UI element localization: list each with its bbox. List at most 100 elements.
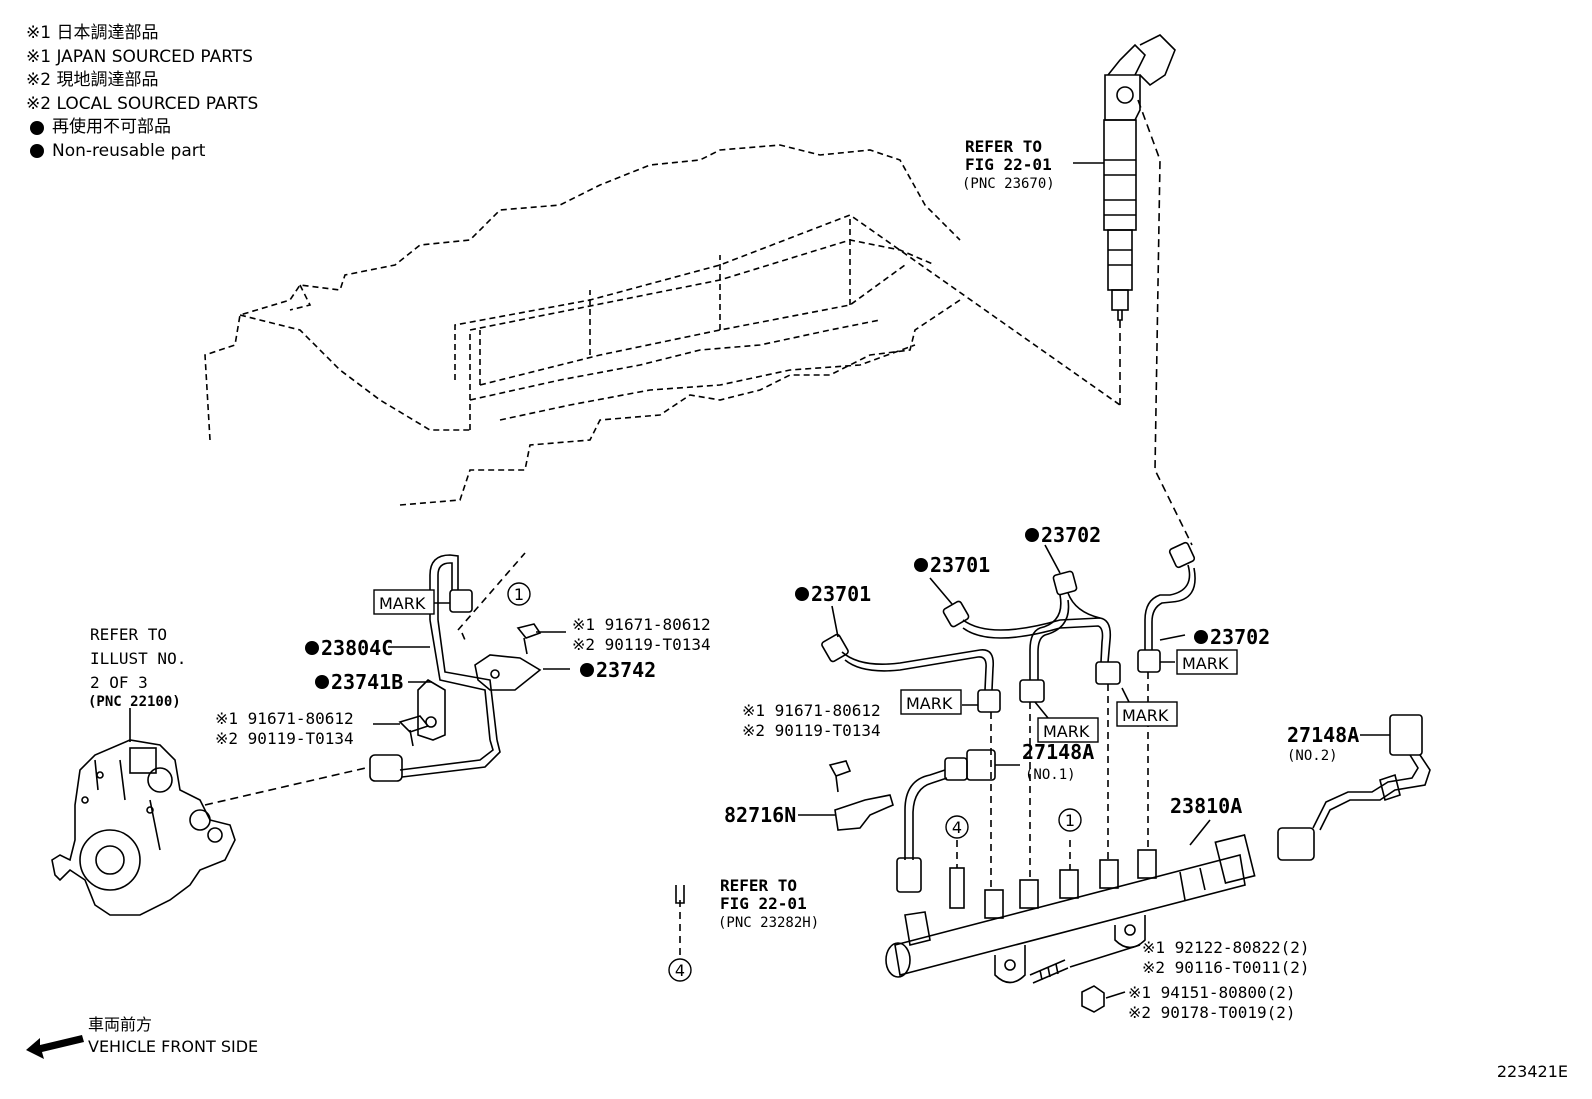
part-label-23810a: 23810A bbox=[1170, 794, 1242, 818]
vehicle-front-jp: 車両前方 bbox=[88, 1015, 153, 1034]
injector bbox=[1103, 34, 1176, 321]
part-label-82716n: 82716N bbox=[724, 803, 796, 827]
fuel-pump bbox=[51, 739, 236, 916]
mark-label: MARK bbox=[379, 594, 426, 613]
mark-label: MARK bbox=[906, 694, 953, 713]
part-label-27148a-no1: 27148A bbox=[1022, 740, 1094, 764]
part-label-23804c: 23804C bbox=[321, 636, 393, 660]
refer-rail-l1: REFER TO bbox=[720, 876, 797, 895]
refer-pump-l1: REFER TO bbox=[90, 625, 167, 644]
nonreusable-dot-icon bbox=[315, 675, 329, 689]
leader-line bbox=[1105, 991, 1126, 999]
stud-bolt bbox=[1029, 959, 1069, 984]
bullet-icon bbox=[30, 144, 44, 159]
bullet-icon bbox=[30, 120, 44, 135]
circle-marker-1 bbox=[507, 582, 531, 606]
bolt bbox=[398, 715, 430, 747]
mark-label: MARK bbox=[1182, 654, 1229, 673]
small-tube bbox=[675, 885, 685, 904]
stud-l: ※2 90116-T0011(2) bbox=[1142, 958, 1310, 977]
legend-line: ※2 現地調達部品 bbox=[26, 70, 159, 90]
bracket-23742 bbox=[474, 654, 542, 691]
refer-pump-l2: ILLUST NO. bbox=[90, 649, 186, 668]
part-label-23702: 23702 bbox=[1210, 625, 1270, 649]
bolt-rail-l: ※2 90119-T0134 bbox=[742, 721, 881, 740]
part-sub-no1: (NO.1) bbox=[1025, 767, 1076, 783]
injection-pipes bbox=[821, 541, 1196, 713]
mark-label: MARK bbox=[1122, 706, 1169, 725]
part-label-27148a-no2: 27148A bbox=[1287, 723, 1359, 747]
part-label-23702: 23702 bbox=[1041, 523, 1101, 547]
part-label-23741b: 23741B bbox=[331, 670, 403, 694]
refer-rail-l2: FIG 22-01 bbox=[720, 894, 807, 913]
circle-label: 1 bbox=[514, 585, 524, 604]
part-label-23701: 23701 bbox=[811, 582, 871, 606]
nonreusable-dot-icon bbox=[795, 587, 809, 601]
legend-line-nonreusable: Non-reusable part bbox=[26, 140, 258, 164]
legend-text: Non-reusable part bbox=[52, 140, 206, 161]
part-label-23701: 23701 bbox=[930, 553, 990, 577]
bolt-pump-j: ※1 91671-80612 bbox=[215, 709, 354, 728]
clamp-hole bbox=[425, 716, 437, 728]
mark-box bbox=[1037, 717, 1099, 743]
mark-label: MARK bbox=[1043, 722, 1090, 741]
leader-line bbox=[373, 602, 570, 725]
stud-j: ※1 92122-80822(2) bbox=[1142, 938, 1310, 957]
nonreusable-dot-icon bbox=[580, 663, 594, 677]
refer-injector-l2: FIG 22-01 bbox=[965, 155, 1052, 174]
leader-line bbox=[1069, 944, 1141, 968]
mark-box bbox=[1116, 701, 1178, 727]
part-sub-no2: (NO.2) bbox=[1287, 748, 1338, 764]
legend-line: ※2 LOCAL SOURCED PARTS bbox=[26, 93, 259, 114]
refer-rail-l3: (PNC 23282H) bbox=[718, 915, 819, 931]
bolt bbox=[516, 623, 542, 655]
nonreusable-dot-icon bbox=[914, 558, 928, 572]
front-arrow-icon bbox=[26, 1035, 84, 1059]
bolt-top-l: ※2 90119-T0134 bbox=[572, 635, 711, 654]
harness-no1 bbox=[896, 749, 1020, 893]
circle-marker-1 bbox=[1058, 808, 1082, 832]
nonreusable-dot-icon bbox=[1025, 528, 1039, 542]
clamp-82716n bbox=[834, 794, 894, 831]
injector-dashed-line bbox=[1119, 99, 1193, 546]
nut bbox=[1081, 985, 1105, 1013]
engine-outline bbox=[204, 144, 1121, 506]
mark-box bbox=[1176, 649, 1238, 675]
clamp-23741b bbox=[417, 678, 446, 741]
pipe-23804c bbox=[369, 554, 501, 782]
circle-label: 1 bbox=[1065, 811, 1075, 830]
circle-marker-4 bbox=[668, 958, 692, 982]
circle-label: 4 bbox=[952, 818, 962, 837]
dashed-line bbox=[457, 552, 526, 641]
nonreusable-dot-icon bbox=[1194, 630, 1208, 644]
refer-pump-l4: (PNC 22100) bbox=[88, 694, 181, 710]
bolt-pump-l: ※2 90119-T0134 bbox=[215, 729, 354, 748]
mark-box bbox=[373, 589, 435, 615]
bolt-rail-j: ※1 91671-80612 bbox=[742, 701, 881, 720]
part-label-23742: 23742 bbox=[596, 658, 656, 682]
legend: ※1 日本調達部品 ※1 JAPAN SOURCED PARTS ※2 現地調達… bbox=[26, 22, 258, 163]
legend-text: 再使用不可部品 bbox=[52, 117, 171, 137]
nut-l: ※2 90178-T0019(2) bbox=[1128, 1003, 1296, 1022]
port-dashed-lines bbox=[679, 672, 1149, 955]
nonreusable-dot-icon bbox=[305, 641, 319, 655]
legend-line: ※1 JAPAN SOURCED PARTS bbox=[26, 46, 253, 67]
vehicle-front-en: VEHICLE FRONT SIDE bbox=[88, 1037, 259, 1056]
pump-dashed-line bbox=[204, 766, 371, 806]
mark-box bbox=[900, 689, 962, 715]
bolt bbox=[828, 760, 852, 793]
vehicle-front-note: 車両前方 VEHICLE FRONT SIDE bbox=[24, 1014, 258, 1058]
bracket-hole bbox=[490, 669, 500, 679]
refer-injector-l3: (PNC 23670) bbox=[962, 176, 1055, 192]
circle-label: 4 bbox=[675, 961, 685, 980]
leader-line bbox=[831, 544, 1186, 719]
circle-marker-4 bbox=[945, 815, 969, 839]
legend-line-nonreusable: 再使用不可部品 bbox=[26, 116, 258, 140]
figure-code: 223421E bbox=[1496, 1062, 1568, 1081]
bolt-top-j: ※1 91671-80612 bbox=[572, 615, 711, 634]
refer-pump-l3: 2 OF 3 bbox=[90, 673, 148, 692]
legend-line: ※1 日本調達部品 bbox=[26, 23, 159, 43]
refer-injector-l1: REFER TO bbox=[965, 137, 1042, 156]
leader-line bbox=[1189, 819, 1211, 846]
